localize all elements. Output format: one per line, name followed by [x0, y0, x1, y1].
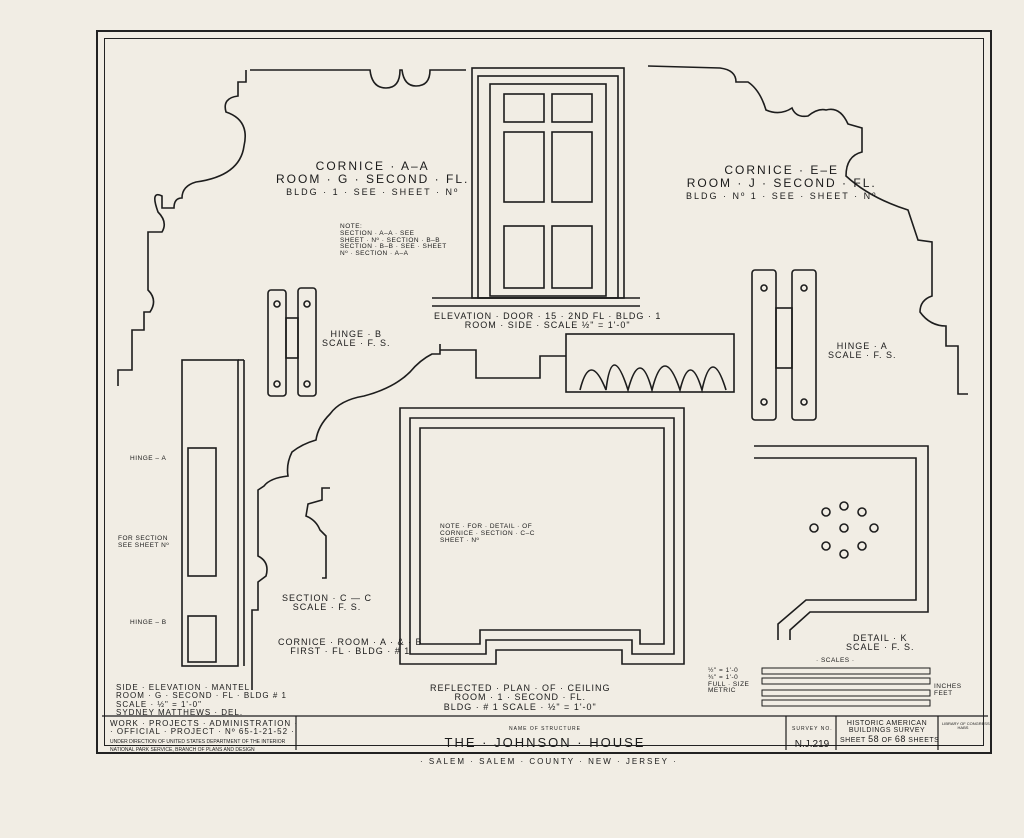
hinge-a-label: HINGE · A SCALE · F. S. [828, 341, 897, 361]
ornamental-frieze [565, 333, 735, 394]
scales-title: · SCALES · [816, 657, 855, 664]
section-note: NOTE: SECTION · A–A · SEE SHEET · Nº · S… [340, 223, 447, 258]
mantel-section-note: FOR SECTION SEE SHEET Nº [118, 535, 170, 549]
structure-location: · SALEM · SALEM · COUNTY · NEW · JERSEY … [420, 756, 678, 766]
cornice-aa-ref: BLDG · 1 · SEE · SHEET · Nº [286, 187, 460, 198]
habs-block: HISTORIC AMERICAN BUILDINGS SURVEY SHEET… [840, 720, 940, 744]
section-cc-label: SECTION · C — C SCALE · F. S. [282, 593, 373, 613]
cornice-aa-profile [117, 70, 247, 386]
hinge-b-tag: HINGE – B [130, 619, 167, 626]
cornice-aa-top [250, 69, 466, 89]
cornice-ab-top [440, 349, 566, 379]
cornice-ab-label: CORNICE · ROOM · A · & · B FIRST · FL · … [278, 637, 423, 657]
detail-k-label: DETAIL · K SCALE · F. S. [846, 633, 915, 653]
ceiling-plan-label: REFLECTED · PLAN · OF · CEILING ROOM · 1… [430, 683, 611, 712]
cornice-ab-profile [251, 344, 441, 690]
scale-bars [761, 667, 931, 707]
wpa-block: WORK · PROJECTS · ADMINISTRATION · · OFF… [110, 719, 299, 754]
cornice-aa-label: CORNICE · A–A ROOM · G · SECOND · FL. BL… [276, 160, 469, 198]
cornice-aa-title: CORNICE · A–A [315, 159, 430, 173]
structure-name-block: NAME OF STRUCTURE THE · JOHNSON · HOUSE … [420, 726, 678, 766]
drawing-sheet-border [96, 30, 992, 754]
mantel-side-elevation [181, 359, 245, 667]
drawing-sheet-inner-border [104, 38, 984, 746]
sheet-total: 68 [894, 733, 906, 744]
scale-legend: ½" = 1'-0 ¾" = 1'-0 FULL · SIZE METRIC [708, 667, 750, 695]
cornice-ee-profile [647, 65, 968, 395]
hinge-a-tag: HINGE – A [130, 455, 167, 462]
scale-units: Inches Feet [934, 683, 962, 697]
cornice-ee-label: CORNICE · E–E ROOM · J · SECOND · FL. BL… [686, 163, 878, 202]
door-elevation [432, 67, 640, 307]
hinge-b-label: HINGE · B SCALE · F. S. [322, 329, 391, 349]
title-block-lines [102, 715, 988, 750]
door-elevation-label: ELEVATION · DOOR · 15 · 2ND FL · BLDG · … [434, 311, 662, 331]
hinge-a-drawing [751, 269, 817, 421]
hinge-b-drawing [267, 287, 317, 397]
structure-name: THE · JOHNSON · HOUSE [444, 734, 646, 750]
survey-number-block: SURVEY NO. N.J.219 [792, 726, 833, 750]
survey-number: N.J.219 [794, 738, 830, 750]
library-block: LIBRARY OF CONGRESS HABS [942, 721, 990, 731]
section-cc-profile [305, 487, 330, 579]
sheet-number: 58 [868, 733, 880, 744]
reflected-ceiling-plan [399, 407, 685, 665]
cornice-aa-room: ROOM · G · SECOND · FL. [276, 171, 470, 186]
ceiling-note: NOTE · FOR · DETAIL · OF CORNICE · SECTI… [440, 523, 535, 544]
delineator: SYDNEY MATTHEWS · DEL. [116, 708, 244, 718]
mantel-label: SIDE · ELEVATION · MANTEL ROOM · G · SEC… [116, 683, 287, 718]
detail-k-drawing [754, 445, 929, 640]
